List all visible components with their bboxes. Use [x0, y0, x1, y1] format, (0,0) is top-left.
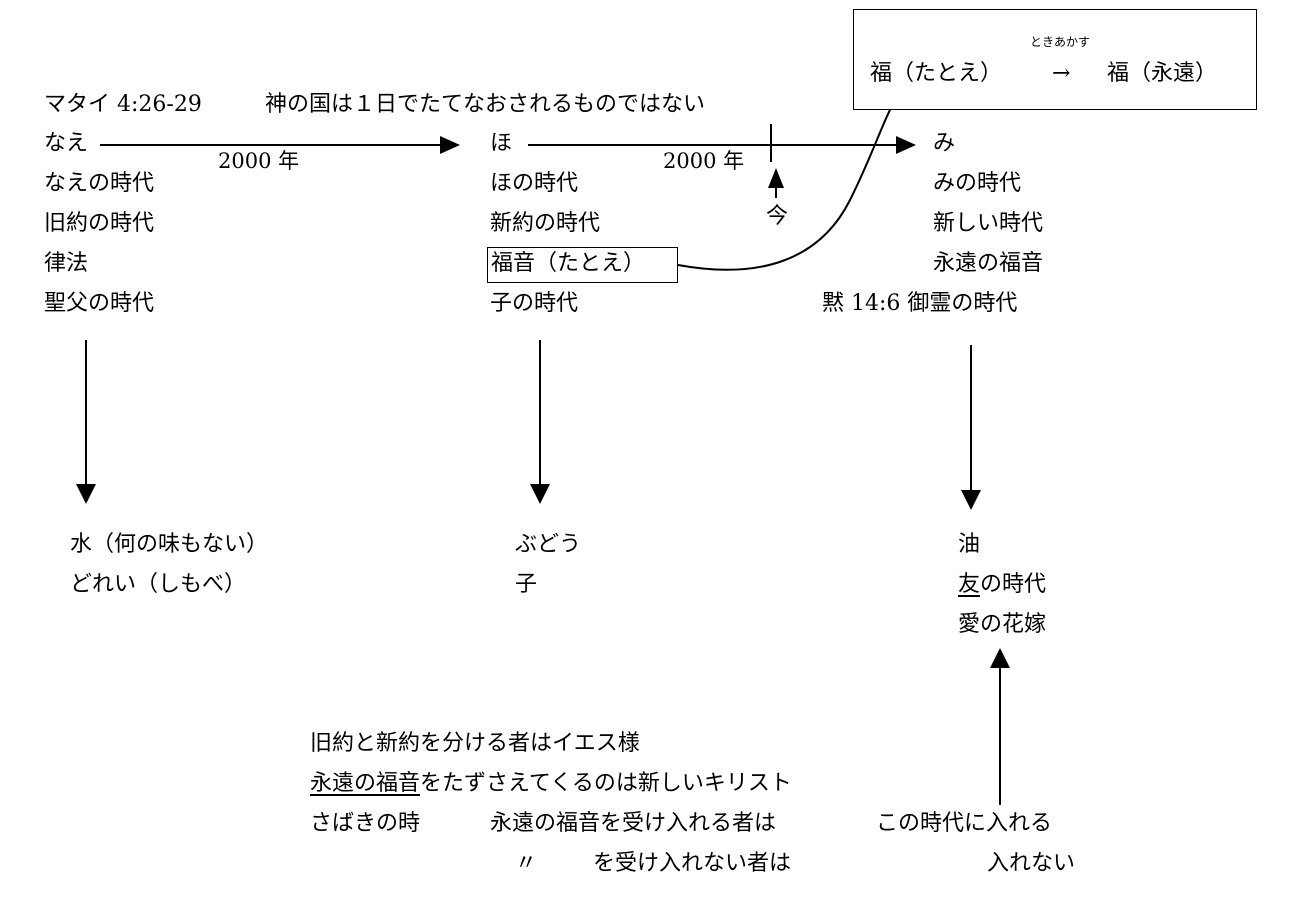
friend-underlined: 友 — [958, 572, 981, 597]
timeline-arrowhead-2 — [896, 136, 916, 154]
lower-left-item-1: どれい（しもべ） — [70, 572, 247, 597]
note-line-3c: この時代に入れる — [876, 811, 1053, 836]
ruby-tokiakasu: ときあかす — [1030, 35, 1091, 49]
timeline-arrowhead-1 — [440, 136, 460, 154]
right-col-item-2: 新しい時代 — [933, 211, 1044, 236]
header-arrow: → — [1052, 61, 1071, 86]
gospel-parable-box — [487, 247, 678, 283]
friend-era-suffix: の時代 — [980, 572, 1047, 597]
middle-col-item-3: 福音（たとえ） — [491, 251, 646, 276]
lower-left-item-0: 水（何の味もない） — [70, 532, 269, 557]
now-label: 今 — [766, 204, 789, 229]
right-col-item-4: 黙 14:6 御霊の時代 — [822, 291, 1018, 316]
span-label-1: 2000 年 — [218, 149, 300, 173]
lower-middle-item-1: 子 — [515, 572, 538, 597]
note-line-3b: 永遠の福音を受け入れる者は — [490, 811, 777, 836]
header-right-term: 福（永遠） — [1107, 61, 1218, 86]
down-arrowhead-left — [76, 484, 96, 504]
lower-right-item-0: 油 — [958, 532, 981, 557]
scripture-reference: マタイ 4:26-29 — [44, 92, 202, 117]
note-line-2: 永遠の福音をたずさえてくるのは新しいキリスト — [310, 771, 792, 797]
middle-col-item-2: 新約の時代 — [490, 211, 601, 236]
note-line-3a: さばきの時 — [310, 811, 421, 836]
left-col-item-3: 律法 — [44, 251, 89, 276]
now-arrowhead — [768, 168, 784, 188]
kingdom-statement: 神の国は１日でたてなおされるものではない — [265, 92, 706, 117]
span-label-2: 2000 年 — [663, 149, 745, 173]
note-line-4b: を受け入れない者は — [593, 851, 792, 876]
note-line-1: 旧約と新約を分ける者はイエス様 — [310, 731, 640, 756]
left-col-item-0: なえ — [44, 131, 89, 156]
right-col-item-3: 永遠の福音 — [933, 251, 1044, 276]
middle-col-item-4: 子の時代 — [490, 291, 579, 316]
note-line-4c: 入れない — [987, 851, 1076, 876]
lower-right-item-friend: 友の時代 — [958, 572, 1046, 598]
eternal-gospel-underlined: 永遠の福音 — [310, 771, 421, 796]
note-line-2-rest: をたずさえてくるのは新しいキリスト — [420, 771, 792, 796]
lower-middle-item-0: ぶどう — [515, 532, 582, 557]
left-col-item-4: 聖父の時代 — [44, 291, 155, 316]
left-col-item-2: 旧約の時代 — [44, 211, 155, 236]
middle-col-item-1: ほの時代 — [490, 171, 579, 196]
header-box — [853, 9, 1257, 110]
up-arrowhead-right — [990, 648, 1010, 668]
note-line-4a: 〃 — [515, 851, 538, 876]
middle-col-item-0: ほ — [490, 131, 513, 156]
down-arrowhead-right — [961, 490, 981, 510]
parable-to-header-curve — [677, 109, 891, 271]
left-col-item-1: なえの時代 — [44, 171, 155, 196]
right-col-item-1: みの時代 — [933, 171, 1022, 196]
lower-right-item-2: 愛の花嫁 — [958, 612, 1047, 637]
right-col-item-0: み — [933, 131, 956, 156]
down-arrowhead-middle — [530, 484, 550, 504]
header-left-term: 福（たとえ） — [870, 61, 1003, 86]
